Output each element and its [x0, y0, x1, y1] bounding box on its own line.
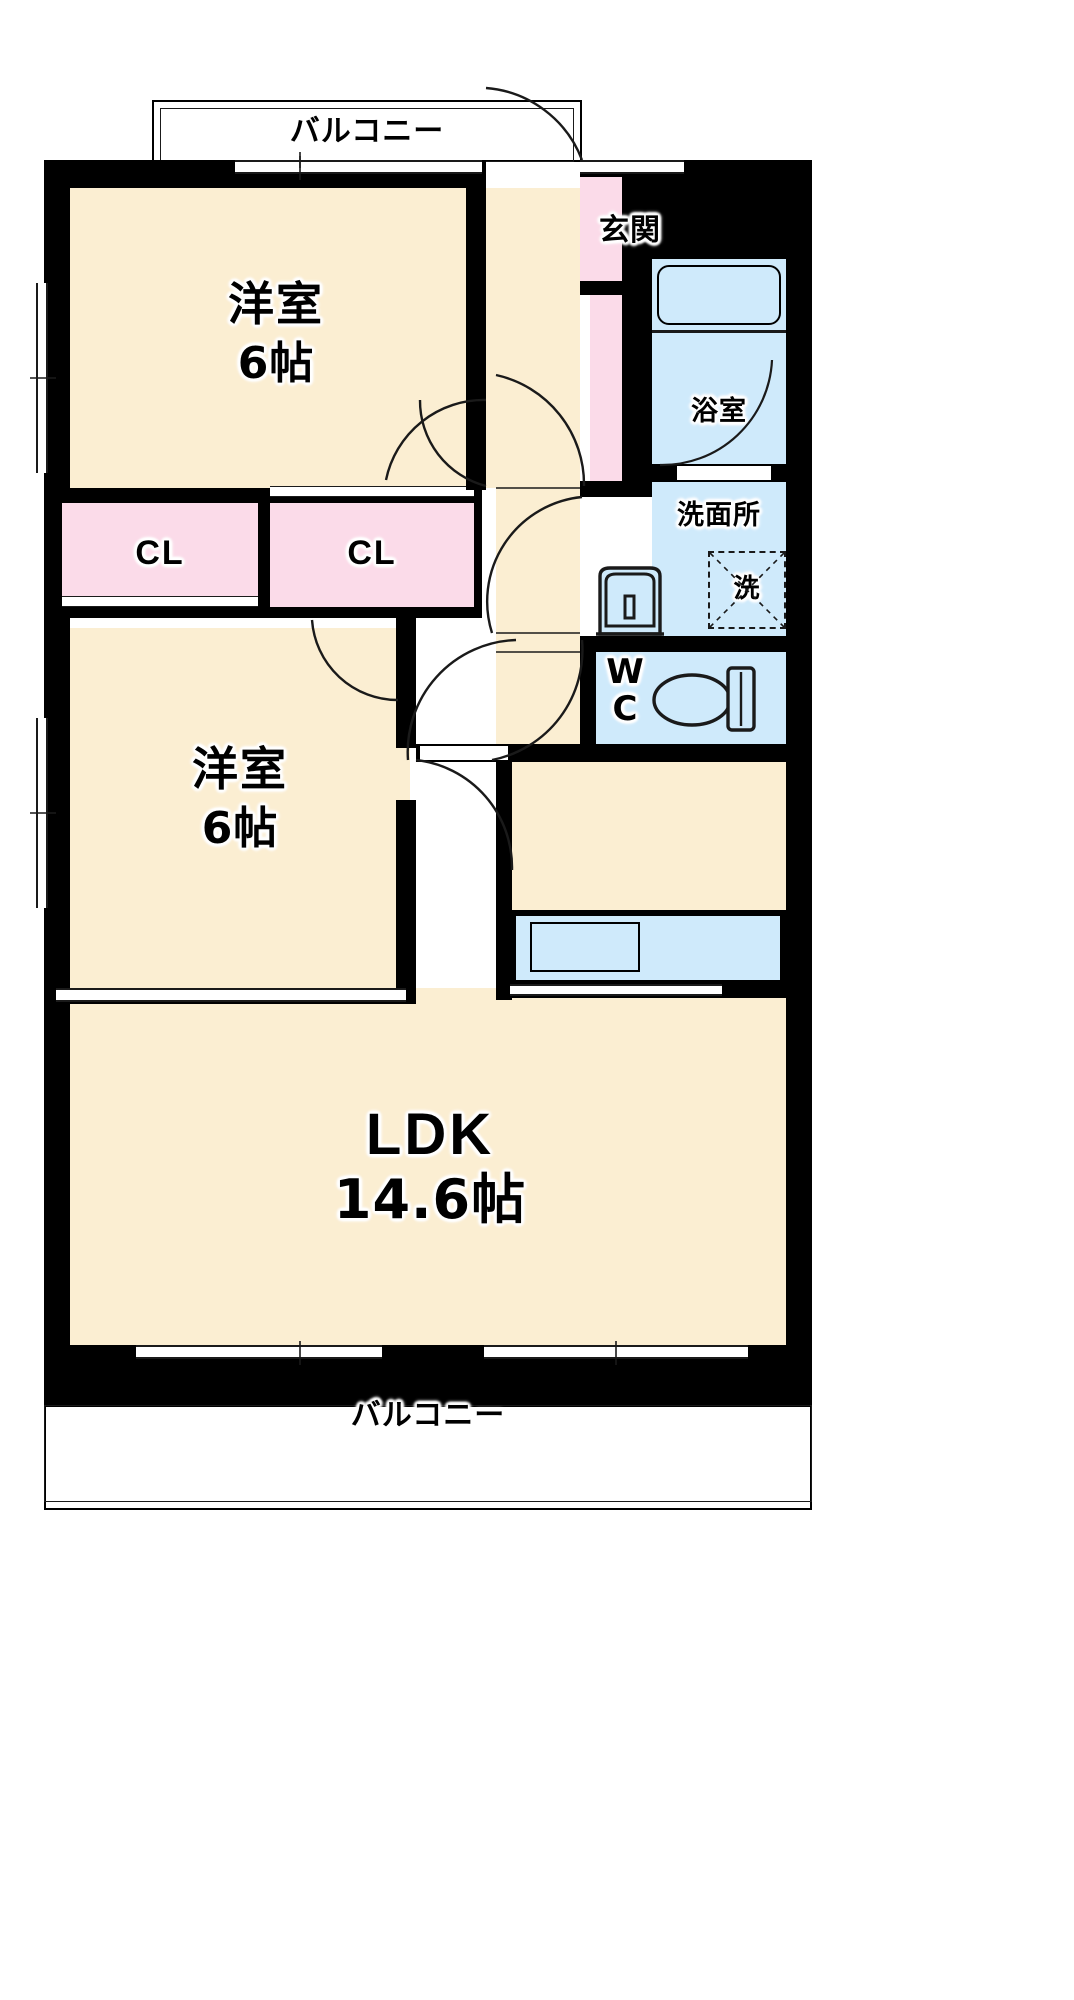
ldk-size-label: 14.6帖 [333, 1168, 527, 1231]
bath-door-opening [677, 466, 771, 480]
wall-genkan-bottom [580, 281, 652, 295]
wall-washroom-bottom [580, 636, 786, 652]
wall-room-south-right-b [396, 800, 416, 998]
window-north-balcony [235, 160, 482, 174]
washroom-label: 洗面所 [677, 500, 761, 531]
ldk-name-label: LDK [365, 1102, 495, 1167]
window-west-north [36, 283, 48, 473]
kitchen-sink [530, 922, 640, 972]
window-ldk-balcony-right [484, 1345, 748, 1359]
wall-room-south-right-a [396, 618, 416, 748]
wall-wc-left [580, 652, 596, 744]
room-north-size-label: 6帖 [237, 338, 315, 389]
closet-right-label: CL [347, 534, 397, 572]
balcony-south-inner-rail [44, 1405, 812, 1502]
wall-bottom-left-block [44, 1345, 136, 1405]
window-ldk-balcony-left [136, 1345, 382, 1359]
closet-left-door-line [62, 596, 258, 607]
ldk-fill [70, 988, 786, 1345]
shoe-closet-lower [590, 293, 622, 488]
wall-right-outer [786, 160, 812, 1405]
closet-right-door-line [270, 486, 474, 497]
closet-left-label: CL [135, 534, 185, 572]
kitchen-counter-fill [516, 916, 780, 980]
shoe-closet-upper [580, 177, 622, 293]
balcony-south-label: バルコニー [350, 1398, 506, 1433]
wall-hall-genkan [466, 160, 486, 295]
wc-label-bottom: C [612, 689, 638, 729]
wall-hall-right [622, 293, 652, 493]
hall-door-opening-south [420, 746, 508, 760]
closet-right-fill [270, 503, 474, 607]
sink-faucet [623, 594, 636, 620]
washer-space [708, 551, 786, 629]
room-south-size-label: 6帖 [201, 803, 279, 854]
washer-label: 洗 [733, 574, 761, 604]
bath-label: 浴室 [691, 396, 747, 427]
window-west-south [36, 718, 48, 908]
sink-basin [598, 566, 662, 636]
wall-hall-right-2 [580, 481, 652, 497]
bath-tub [657, 265, 781, 325]
wall-left-outer [44, 160, 70, 1405]
room-south-window-sill-bottom [56, 988, 406, 1002]
hall-fill [496, 488, 580, 760]
kitchen-counter-front [510, 984, 722, 996]
genkan-door-strip [580, 160, 684, 174]
hall-fill-upper [482, 188, 580, 488]
wall-bottom-right-block [748, 1345, 812, 1405]
room-south-name-label: 洋室 [192, 742, 288, 796]
balcony-north-label: バルコニー [289, 114, 445, 149]
wc-label-top: W [606, 652, 644, 692]
room-north-fill-upper-left [119, 188, 482, 255]
closet-left-fill [62, 503, 258, 607]
room-north-name-label: 洋室 [228, 277, 324, 331]
wall-genkan-right [622, 160, 652, 295]
sink-basin-bowl [604, 572, 656, 628]
bath-divider [652, 330, 786, 333]
genkan-label: 玄関 [599, 213, 661, 248]
wall-wc-bottom [510, 744, 812, 762]
wall-bath-top [652, 160, 786, 259]
